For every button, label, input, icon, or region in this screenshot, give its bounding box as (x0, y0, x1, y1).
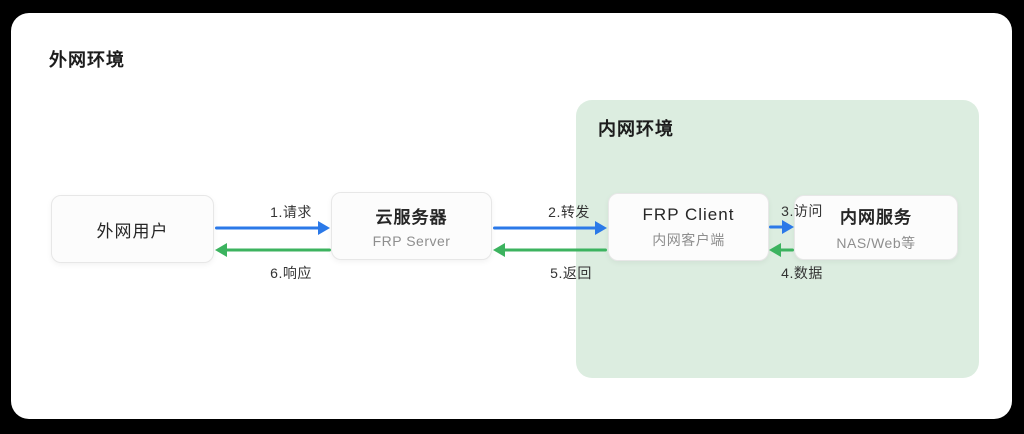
arrow-request-icon (215, 221, 330, 235)
node-internal-service-subtitle: NAS/Web等 (836, 234, 916, 251)
inner-zone-title: 内网环境 (598, 119, 674, 139)
node-frp-client-title: FRP Client (642, 204, 735, 224)
flow-label-forward: 2.转发 (548, 204, 590, 220)
arrow-response-icon (215, 243, 331, 257)
arrow-data-icon (769, 243, 794, 257)
node-frp-client-subtitle: 内网客户端 (652, 231, 725, 248)
arrow-shaft (769, 225, 784, 229)
arrow-shaft (503, 248, 607, 252)
node-frp-client: FRP Client 内网客户端 (608, 193, 769, 261)
outer-zone-title: 外网环境 (49, 50, 125, 70)
diagram-canvas: 外网环境 内网环境 外网用户 云服务器 FRP Server FRP Clien… (11, 13, 1012, 419)
node-cloud-server-subtitle: FRP Server (372, 233, 451, 249)
node-cloud-server-title: 云服务器 (375, 208, 448, 227)
flow-label-return: 5.返回 (550, 265, 592, 281)
arrow-shaft (215, 226, 320, 230)
arrow-shaft (225, 248, 331, 252)
arrowhead-right-icon (318, 221, 330, 235)
arrowhead-left-icon (215, 243, 227, 257)
arrowhead-right-icon (782, 220, 794, 234)
flow-label-data: 4.数据 (781, 265, 823, 281)
arrow-forward-icon (493, 221, 607, 235)
node-cloud-server: 云服务器 FRP Server (331, 192, 492, 260)
arrowhead-right-icon (595, 221, 607, 235)
arrow-shaft (779, 248, 794, 252)
node-external-user-title: 外网用户 (96, 221, 169, 241)
arrow-shaft (493, 226, 597, 230)
flow-label-request: 1.请求 (270, 204, 312, 220)
arrow-access-icon (769, 220, 794, 234)
arrow-return-icon (493, 243, 607, 257)
node-internal-service-title: 内网服务 (840, 207, 912, 227)
arrowhead-left-icon (769, 243, 781, 257)
node-external-user: 外网用户 (51, 195, 214, 263)
flow-label-access: 3.访问 (781, 203, 823, 219)
flow-label-response: 6.响应 (270, 265, 312, 281)
arrowhead-left-icon (493, 243, 505, 257)
node-internal-service: 内网服务 NAS/Web等 (794, 195, 958, 260)
